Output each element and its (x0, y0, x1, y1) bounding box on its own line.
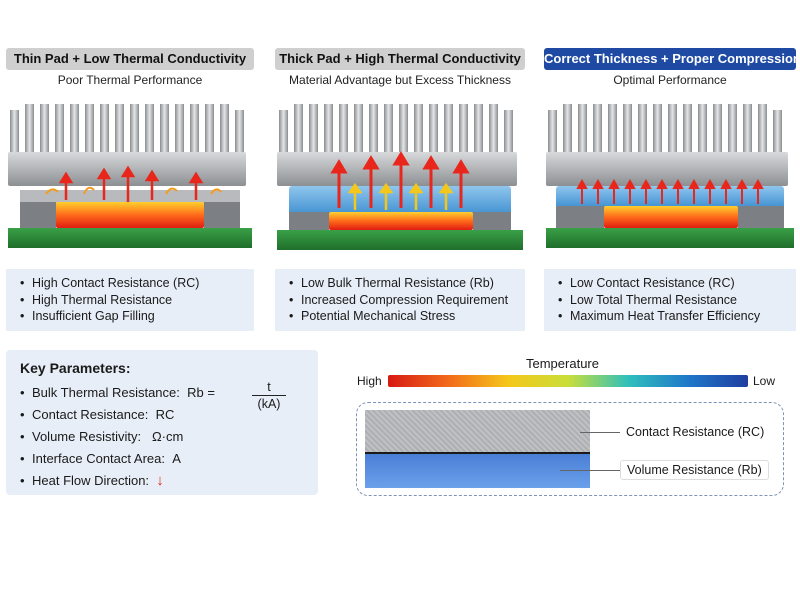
pcb-board (546, 228, 794, 248)
heatsink-fins (10, 104, 244, 162)
heat-arrows (330, 151, 470, 208)
bulk-resistance-formula: t (kA) (252, 380, 286, 411)
contact-layer-swatch (365, 410, 590, 452)
column-2-subtitle: Material Advantage but Excess Thickness (289, 73, 511, 87)
hot-chip (56, 202, 204, 228)
scene-thin-pad (6, 90, 254, 258)
thin-pad (20, 190, 240, 204)
column-1-bullets: •High Contact Resistance (RС) •High Ther… (6, 269, 254, 331)
column-2-bullets: •Low Bulk Thermal Resistance (Rb) •Incre… (275, 269, 525, 331)
bullet-item: •Potential Mechanical Stress (289, 309, 456, 323)
hot-chip (329, 212, 473, 230)
key-parameters-title: Key Parameters: (20, 360, 131, 376)
contact-resistance-label: Contact Resistance (RС) (620, 423, 771, 441)
bullet-item: •Insufficient Gap Filling (20, 309, 155, 323)
volume-layer-swatch (365, 454, 590, 488)
bullet-item: •High Contact Resistance (RС) (20, 276, 200, 290)
heat-arrows (576, 178, 764, 204)
scattered-heat (45, 186, 222, 195)
temperature-high-label: High (357, 374, 382, 388)
hot-chip (604, 206, 738, 228)
bullet-item: •Low Bulk Thermal Resistance (Rb) (289, 276, 494, 290)
temperature-gradient-bar (388, 375, 748, 387)
column-1-subtitle: Poor Thermal Performance (57, 73, 203, 87)
scene-optimal-pad (544, 90, 796, 258)
key-parameters-panel: Key Parameters: •Bulk Thermal Resistance… (6, 350, 318, 495)
column-3-subtitle: Optimal Performance (613, 73, 727, 87)
volume-leader-line (560, 470, 620, 471)
heatsink-fins (279, 104, 513, 162)
contact-leader-line (580, 432, 620, 433)
bullet-item: •Increased Compression Requirement (289, 292, 509, 307)
heatsink-base (546, 152, 788, 186)
param-contact-area: •Interface Contact Area: A (20, 451, 181, 466)
heat-arrows (58, 165, 204, 202)
column-3-title: Correct Thickness + Proper Compression (544, 48, 800, 70)
bullet-item: •Low Total Thermal Resistance (558, 292, 737, 307)
interface-line (365, 452, 590, 454)
temperature-label: Temperature (526, 356, 599, 371)
down-arrow-icon: ↓ (156, 472, 164, 489)
param-contact-resistance: •Contact Resistance: RС (20, 407, 175, 422)
column-3-bullets: •Low Contact Resistance (RС) •Low Total … (544, 269, 796, 331)
scene-thick-pad (275, 90, 525, 258)
bullet-item: •High Thermal Resistance (20, 292, 173, 307)
heatsink-fins (548, 104, 782, 162)
bullet-item: •Low Contact Resistance (RС) (558, 276, 735, 290)
column-2-title: Thick Pad + High Thermal Conductivity (275, 48, 525, 70)
resistance-legend-box (356, 402, 784, 496)
volume-resistance-label: Volume Resistance (Rb) (620, 460, 769, 480)
param-volume-resistivity: •Volume Resistivity: Ω·cm (20, 429, 184, 444)
param-heat-flow: •Heat Flow Direction: ↓ (20, 472, 164, 489)
param-bulk-resistance: •Bulk Thermal Resistance: Rb = t (kA) (20, 380, 318, 411)
column-1-title: Thin Pad + Low Thermal Conductivity (6, 48, 254, 70)
bullet-item: •Maximum Heat Transfer Efficiency (558, 309, 761, 323)
temperature-low-label: Low (753, 374, 776, 388)
pcb-board (277, 230, 523, 250)
heatsink-base (277, 152, 517, 186)
optimal-pad (556, 186, 784, 208)
pcb-board (8, 228, 252, 248)
